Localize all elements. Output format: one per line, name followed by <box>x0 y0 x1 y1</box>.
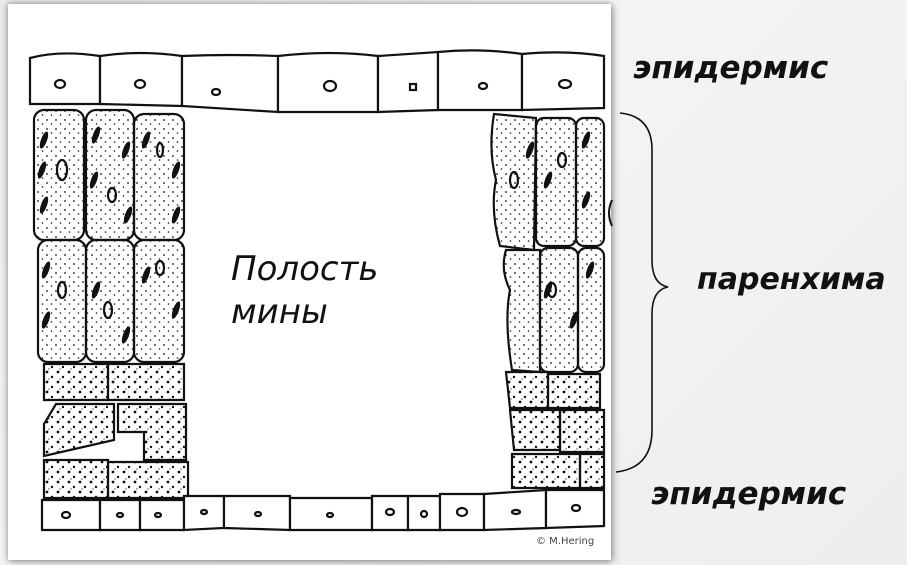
label-epidermis-top: эпидермис <box>633 50 828 86</box>
spongy-left <box>44 364 188 498</box>
spongy-right <box>506 372 604 488</box>
label-mine-cavity-line1: Полость <box>231 248 411 291</box>
palisade-left <box>34 110 184 362</box>
label-mine-cavity-line2: мины <box>231 291 411 334</box>
parenchyma-brace <box>616 113 668 472</box>
label-mine-cavity: Полость мины <box>231 248 411 334</box>
upper-epidermis <box>30 50 604 112</box>
label-parenchyma: паренхима <box>697 262 886 297</box>
label-epidermis-bottom: эпидермис <box>651 476 846 512</box>
palisade-right <box>491 114 604 372</box>
brace-mark <box>609 200 612 226</box>
credit-text: © M.Hering <box>536 536 594 547</box>
